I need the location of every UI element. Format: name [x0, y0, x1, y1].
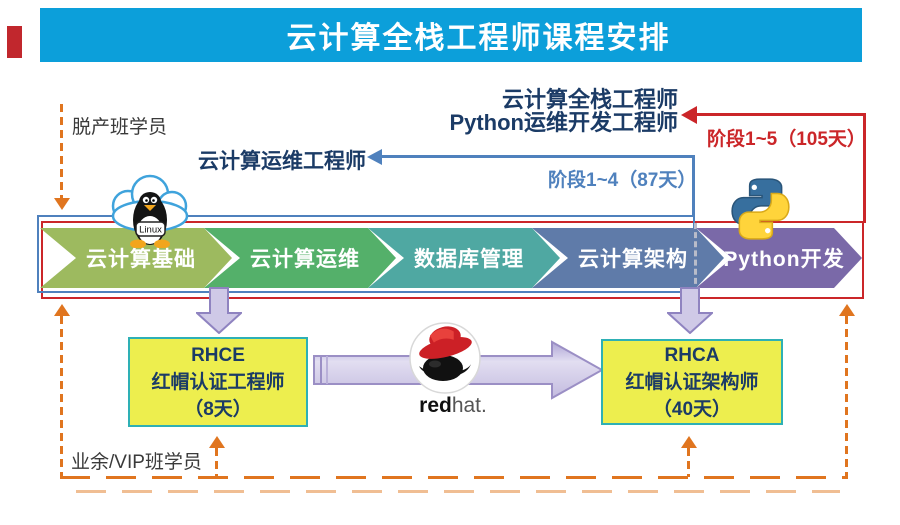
full-time-dashed-line [60, 104, 63, 198]
parttime-arrow-up-right-icon [839, 304, 855, 316]
down-arrow-rhca-icon [667, 287, 713, 334]
ops-engineer-label: 云计算运维工程师 [198, 150, 366, 173]
blue-arrow-left-icon [367, 149, 382, 165]
stage-label: 云计算基础 [86, 248, 196, 271]
red-stage-outline [41, 221, 864, 299]
part-time-label: 业余/VIP班学员 [71, 452, 202, 473]
fullstack-line1: 云计算全栈工程师 [501, 87, 678, 112]
rhce-box: RHCE 红帽认证工程师 （8天） [128, 337, 308, 427]
stage-label: 云计算运维 [250, 248, 360, 271]
parttime-dashed-right [845, 316, 848, 478]
fullstack-headline: 云计算全栈工程师 Python运维开发工程师 [398, 88, 678, 134]
full-time-label: 脱产班学员 [72, 117, 168, 138]
parttime-arrow-up-rhce-icon [209, 436, 225, 448]
page-title: 云计算全栈工程师课程安排 [286, 22, 671, 55]
rhca-duration: （40天） [652, 398, 732, 420]
down-arrow-rhce-icon [196, 287, 242, 334]
parttime-dash-rhce [215, 448, 218, 477]
rhce-subtitle: 红帽认证工程师 [151, 371, 285, 393]
rhca-title: RHCA [664, 344, 720, 366]
rhca-subtitle: 红帽认证架构师 [625, 371, 759, 393]
red-path-horizontal [695, 113, 866, 116]
rhca-box: RHCA 红帽认证架构师 （40天） [601, 339, 783, 425]
python-logo-icon [731, 178, 790, 240]
linux-tux-icon: Linux [111, 174, 189, 248]
redhat-logo-icon [409, 322, 481, 394]
red-corner-mark [7, 26, 22, 58]
stage-label: 云计算架构 [578, 248, 688, 271]
title-banner: 云计算全栈工程师课程安排 [40, 8, 862, 62]
parttime-arrow-up-rhca-icon [681, 436, 697, 448]
stage-chevron-python: Python开发 [696, 228, 862, 288]
redhat-wordmark: redhat. [408, 394, 498, 418]
parttime-dashed-bottom-faint [76, 490, 840, 493]
stage-label: Python开发 [723, 248, 845, 271]
rhce-title: RHCE [191, 344, 245, 366]
stage-label: 数据库管理 [414, 248, 524, 271]
parttime-dashed-left [60, 316, 63, 478]
parttime-dashed-bottom [60, 476, 848, 479]
stage-4-5-separator [694, 223, 697, 293]
parttime-dash-rhca [687, 448, 690, 477]
phase-1-4-label: 阶段1~4（87天） [548, 170, 697, 191]
svg-text:Linux: Linux [139, 225, 162, 236]
parttime-arrow-up-left-icon [54, 304, 70, 316]
red-arrow-left-icon [681, 106, 697, 124]
redhat-word-red: red [419, 394, 452, 417]
blue-path-horizontal [380, 155, 695, 158]
fullstack-line2: Python运维开发工程师 [449, 110, 678, 135]
redhat-word-hat: hat. [451, 394, 487, 417]
rhce-duration: （8天） [184, 398, 252, 420]
red-path-vertical [863, 113, 866, 223]
full-time-arrow-down-icon [54, 198, 70, 210]
blue-path-vertical [692, 155, 695, 217]
phase-1-5-label: 阶段1~5（105天） [707, 129, 866, 150]
